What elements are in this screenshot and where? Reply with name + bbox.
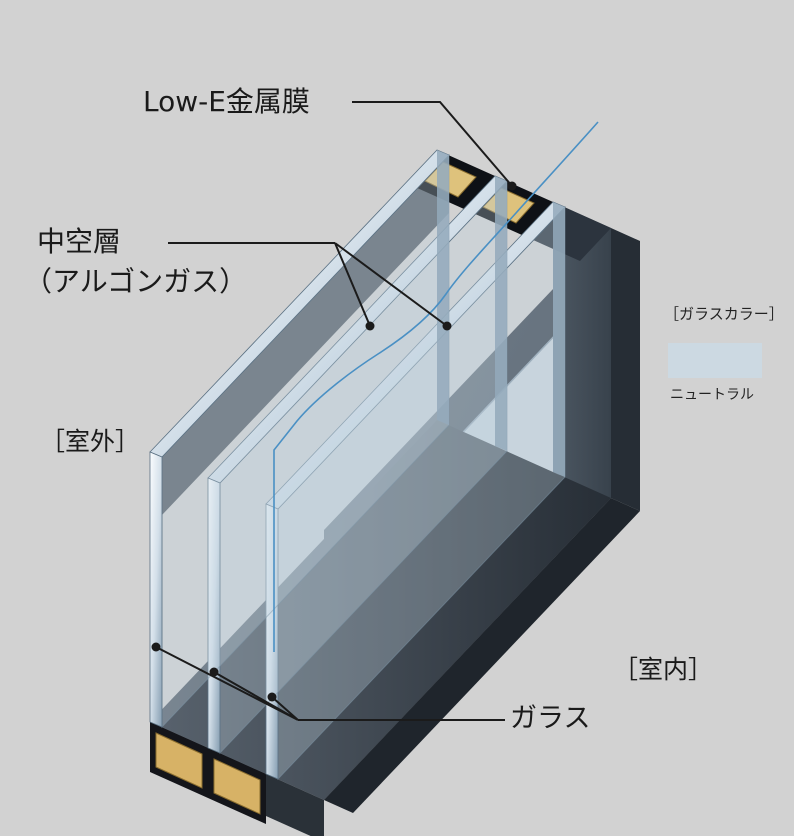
dot-glass-3: [267, 692, 277, 702]
leader-air-layer: [168, 242, 448, 327]
leader-lines: [155, 101, 513, 721]
bottom-spacer-1-gold: [155, 732, 203, 789]
frame-top-rail-band: [162, 155, 449, 515]
dot-air-gap-2: [442, 321, 452, 331]
frame-right-rail: [553, 202, 611, 498]
label-glass: ガラス: [510, 703, 591, 734]
label-low-e-film: Low-E金属膜: [143, 85, 310, 118]
label-outdoor: ［室外］: [40, 427, 141, 456]
leader-dots: [151, 181, 517, 702]
dot-air-gap-1: [365, 321, 375, 331]
bottom-spacer-2-gold: [213, 758, 261, 815]
glass-pane-outer: [149, 149, 450, 729]
glass-pane-inner-back-edge: [553, 202, 565, 477]
frame-bottom-outer-face: [324, 498, 640, 813]
glass-pane-middle-back-edge: [495, 176, 507, 451]
glass-pane-outer-front-edge: [149, 451, 163, 728]
leader-low-e: [352, 101, 513, 187]
label-indoor: ［室内］: [613, 655, 714, 684]
glass-pane-inner: [265, 201, 566, 781]
dot-low-e: [507, 181, 517, 191]
glass-pane-middle: [207, 175, 508, 755]
glass-pane-outer-back-edge: [437, 150, 449, 425]
glass-color-legend-title: ［ガラスカラー］: [664, 305, 784, 323]
low-e-coating-line: [273, 121, 599, 652]
leader-glass: [155, 646, 505, 721]
dot-glass-2: [209, 667, 219, 677]
label-air-layer-sub: （アルゴンガス）: [24, 265, 248, 298]
glass-color-swatch: [668, 343, 762, 378]
frame-right-outer-face: [611, 228, 640, 511]
glass-pane-middle-front-edge: [207, 477, 221, 754]
glass-color-name: ニュートラル: [670, 387, 754, 403]
label-air-layer: 中空層: [37, 225, 122, 258]
dot-glass-1: [151, 642, 161, 652]
